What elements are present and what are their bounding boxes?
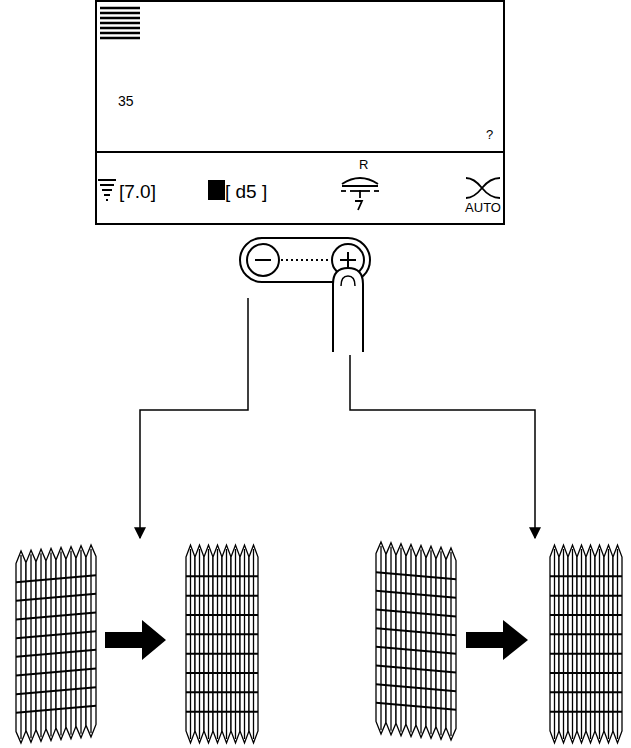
width-icon [98,180,116,200]
satin-stitch-sample [16,545,96,744]
auto-cut-label: AUTO [465,201,501,214]
screen-divider [95,151,505,153]
result-arrow [466,620,528,660]
density-value: [ d5 ] [225,182,267,201]
foot-code: R [359,158,368,171]
satin-stitch-sample [376,542,456,741]
satin-stitch-sample [186,545,258,743]
satin-stitch-sample [550,545,622,743]
stitch-number: 35 [118,94,134,108]
leader-line [140,298,535,538]
thread-cutter-icon [466,178,500,198]
density-icon [208,180,225,200]
stitch-icon [100,8,140,38]
lcd-screen: 35? [7.0] [ d5 ] R AUTO [95,0,505,225]
help-mark: ? [486,128,493,141]
result-arrow [105,620,166,660]
presser-foot-icon [341,178,379,210]
finger [333,268,363,352]
stitch-width-value: [7.0] [119,182,156,201]
